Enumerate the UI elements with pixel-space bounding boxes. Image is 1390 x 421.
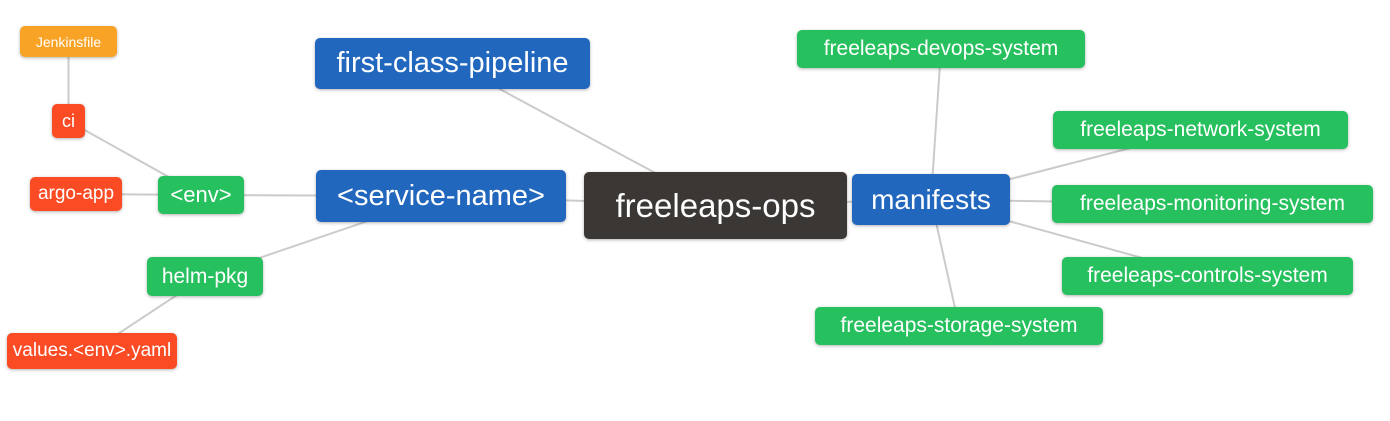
node-freeleaps-network-system[interactable]: freeleaps-network-system <box>1053 111 1348 149</box>
node-env[interactable]: <env> <box>158 176 244 214</box>
node-freeleaps-storage-system[interactable]: freeleaps-storage-system <box>815 307 1103 345</box>
node-helm-pkg[interactable]: helm-pkg <box>147 257 263 296</box>
node-argo-app[interactable]: argo-app <box>30 177 122 211</box>
node-jenkinsfile[interactable]: Jenkinsfile <box>20 26 117 57</box>
node-freeleaps-controls-system[interactable]: freeleaps-controls-system <box>1062 257 1353 295</box>
node-freeleaps-devops-system[interactable]: freeleaps-devops-system <box>797 30 1085 68</box>
node-values-env-yaml[interactable]: values.<env>.yaml <box>7 333 177 369</box>
node-freeleaps-monitoring-system[interactable]: freeleaps-monitoring-system <box>1052 185 1373 223</box>
node-freeleaps-ops[interactable]: freeleaps-ops <box>584 172 847 239</box>
node-manifests[interactable]: manifests <box>852 174 1010 225</box>
node-ci[interactable]: ci <box>52 104 85 138</box>
node-first-class-pipeline[interactable]: first-class-pipeline <box>315 38 590 89</box>
node-service-name[interactable]: <service-name> <box>316 170 566 222</box>
